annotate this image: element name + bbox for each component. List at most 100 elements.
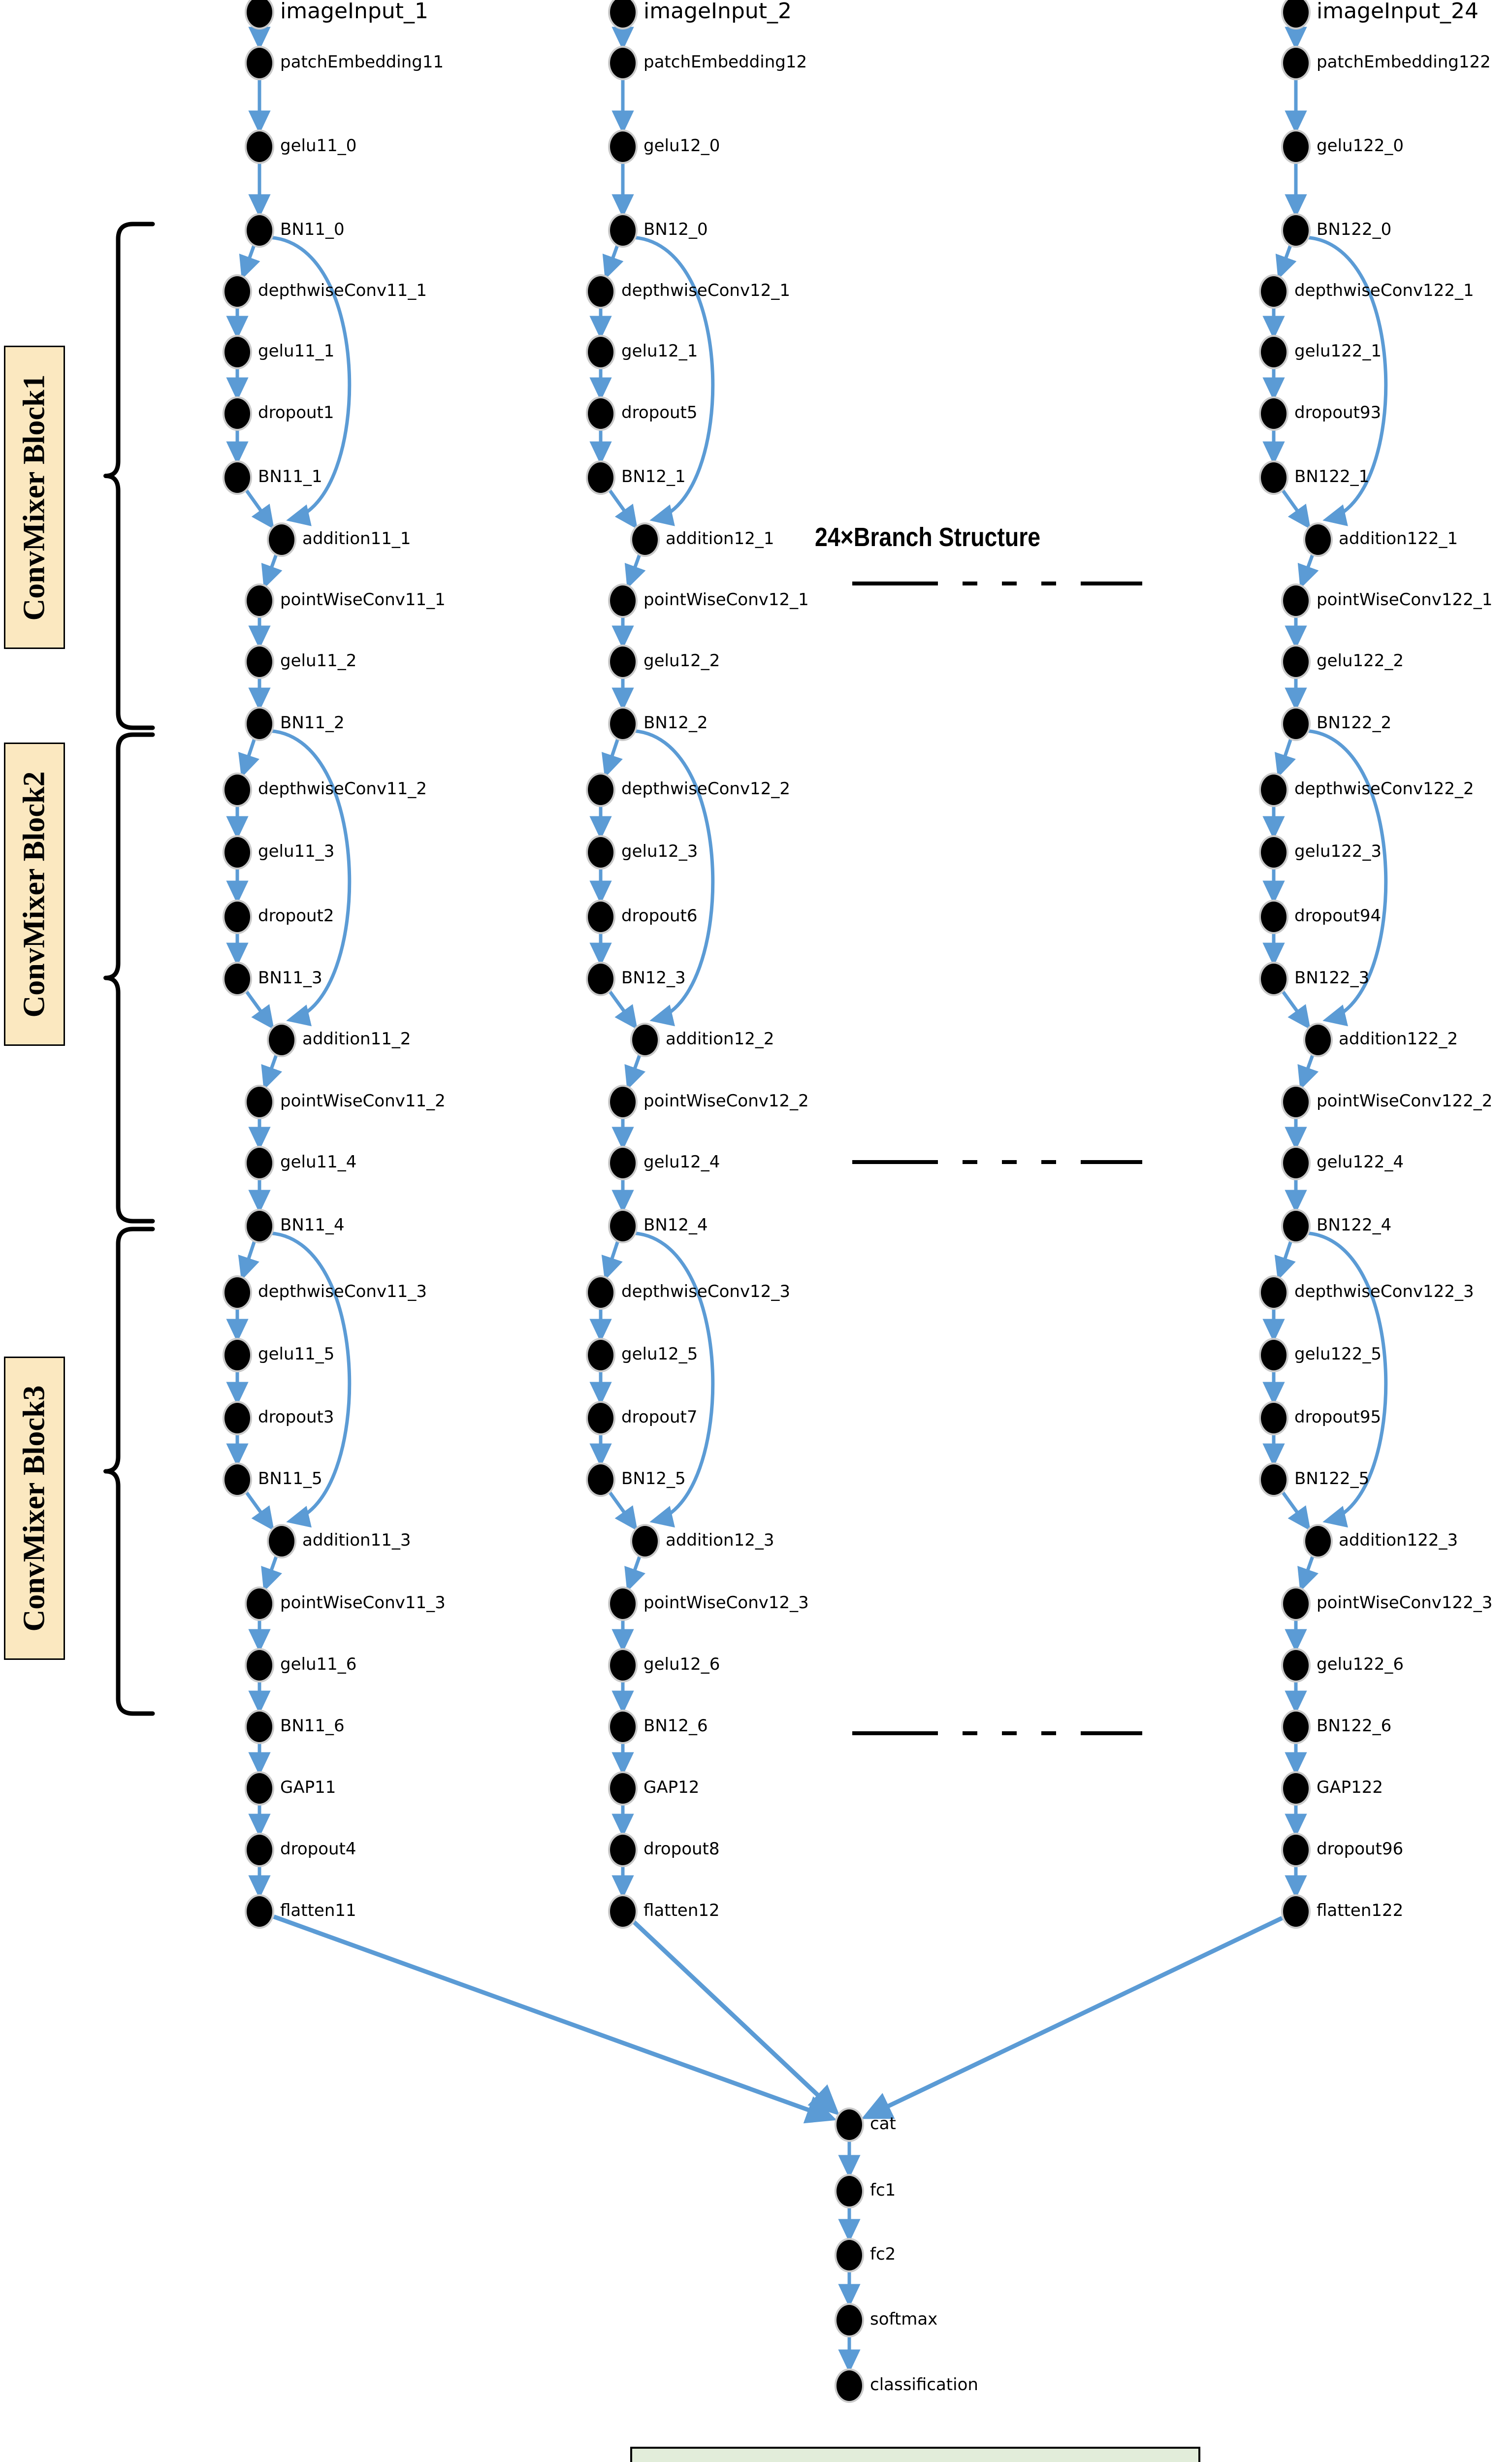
graph-node[interactable] <box>245 1146 274 1180</box>
graph-node[interactable] <box>630 1023 660 1057</box>
graph-node[interactable] <box>1281 1085 1311 1119</box>
graph-node[interactable] <box>245 707 274 741</box>
graph-node[interactable] <box>1259 1401 1288 1435</box>
graph-node[interactable] <box>835 2107 864 2142</box>
graph-node[interactable] <box>223 773 252 807</box>
graph-node[interactable] <box>608 1648 638 1683</box>
node-label: BN122_1 <box>1294 467 1370 487</box>
graph-node[interactable] <box>245 46 274 80</box>
graph-node[interactable] <box>1259 335 1288 369</box>
graph-node[interactable] <box>1259 1462 1288 1497</box>
graph-node[interactable] <box>267 1023 296 1057</box>
graph-node[interactable] <box>1281 583 1311 618</box>
graph-node[interactable] <box>1259 900 1288 934</box>
graph-node[interactable] <box>1281 1894 1311 1929</box>
graph-node[interactable] <box>223 962 252 996</box>
graph-node[interactable] <box>1281 46 1311 80</box>
graph-node[interactable] <box>245 1648 274 1683</box>
graph-node[interactable] <box>608 1894 638 1929</box>
graph-node[interactable] <box>1281 213 1311 248</box>
graph-node[interactable] <box>608 130 638 164</box>
graph-node[interactable] <box>245 1587 274 1621</box>
graph-node[interactable] <box>608 1209 638 1243</box>
graph-node[interactable] <box>223 1275 252 1310</box>
graph-node[interactable] <box>608 1146 638 1180</box>
graph-node[interactable] <box>1281 1587 1311 1621</box>
graph-node[interactable] <box>1281 130 1311 164</box>
graph-node[interactable] <box>586 1275 615 1310</box>
graph-node[interactable] <box>835 2368 864 2403</box>
graph-node[interactable] <box>586 835 615 870</box>
graph-node[interactable] <box>608 46 638 80</box>
graph-node[interactable] <box>245 1209 274 1243</box>
graph-node[interactable] <box>1259 835 1288 870</box>
graph-node[interactable] <box>608 213 638 248</box>
graph-node[interactable] <box>608 1085 638 1119</box>
graph-node[interactable] <box>223 835 252 870</box>
graph-node[interactable] <box>223 900 252 934</box>
graph-node[interactable] <box>1281 1146 1311 1180</box>
graph-node[interactable] <box>1259 396 1288 431</box>
graph-node[interactable] <box>608 1833 638 1867</box>
graph-node[interactable] <box>1259 962 1288 996</box>
graph-node[interactable] <box>223 1338 252 1372</box>
graph-node[interactable] <box>245 645 274 679</box>
graph-node[interactable] <box>586 773 615 807</box>
graph-node[interactable] <box>608 583 638 618</box>
graph-node[interactable] <box>245 583 274 618</box>
graph-node[interactable] <box>630 522 660 557</box>
graph-node[interactable] <box>223 1401 252 1435</box>
graph-node[interactable] <box>267 1524 296 1558</box>
graph-node[interactable] <box>1259 773 1288 807</box>
graph-node[interactable] <box>608 1710 638 1744</box>
graph-node[interactable] <box>245 1085 274 1119</box>
graph-node[interactable] <box>630 1524 660 1558</box>
graph-edge <box>1274 735 1296 778</box>
graph-node[interactable] <box>245 1710 274 1744</box>
graph-node[interactable] <box>245 213 274 248</box>
graph-node[interactable] <box>586 1338 615 1372</box>
graph-node[interactable] <box>223 274 252 309</box>
graph-node[interactable] <box>245 0 274 30</box>
graph-node[interactable] <box>223 1462 252 1497</box>
graph-node[interactable] <box>1281 1209 1311 1243</box>
graph-node[interactable] <box>835 2238 864 2272</box>
graph-node[interactable] <box>586 274 615 309</box>
graph-node[interactable] <box>608 1771 638 1806</box>
graph-node[interactable] <box>223 335 252 369</box>
graph-node[interactable] <box>608 707 638 741</box>
graph-node[interactable] <box>1281 1710 1311 1744</box>
graph-node[interactable] <box>586 962 615 996</box>
graph-node[interactable] <box>1281 1648 1311 1683</box>
graph-node[interactable] <box>835 2303 864 2337</box>
graph-node[interactable] <box>245 130 274 164</box>
graph-node[interactable] <box>267 522 296 557</box>
graph-node[interactable] <box>1281 645 1311 679</box>
graph-node[interactable] <box>586 900 615 934</box>
graph-node[interactable] <box>586 335 615 369</box>
graph-node[interactable] <box>245 1894 274 1929</box>
graph-node[interactable] <box>835 2174 864 2208</box>
graph-node[interactable] <box>608 1587 638 1621</box>
graph-node[interactable] <box>1303 522 1333 557</box>
graph-node[interactable] <box>223 396 252 431</box>
graph-node[interactable] <box>245 1771 274 1806</box>
graph-node[interactable] <box>608 645 638 679</box>
graph-node[interactable] <box>1281 0 1311 30</box>
graph-node[interactable] <box>586 396 615 431</box>
graph-node[interactable] <box>1303 1023 1333 1057</box>
graph-node[interactable] <box>586 1462 615 1497</box>
graph-node[interactable] <box>608 0 638 30</box>
graph-node[interactable] <box>586 460 615 495</box>
graph-node[interactable] <box>1303 1524 1333 1558</box>
graph-node[interactable] <box>1259 274 1288 309</box>
graph-node[interactable] <box>1281 707 1311 741</box>
graph-node[interactable] <box>1281 1771 1311 1806</box>
graph-node[interactable] <box>1259 1275 1288 1310</box>
graph-node[interactable] <box>1281 1833 1311 1867</box>
graph-node[interactable] <box>245 1833 274 1867</box>
graph-node[interactable] <box>1259 1338 1288 1372</box>
graph-node[interactable] <box>1259 460 1288 495</box>
graph-node[interactable] <box>223 460 252 495</box>
graph-node[interactable] <box>586 1401 615 1435</box>
